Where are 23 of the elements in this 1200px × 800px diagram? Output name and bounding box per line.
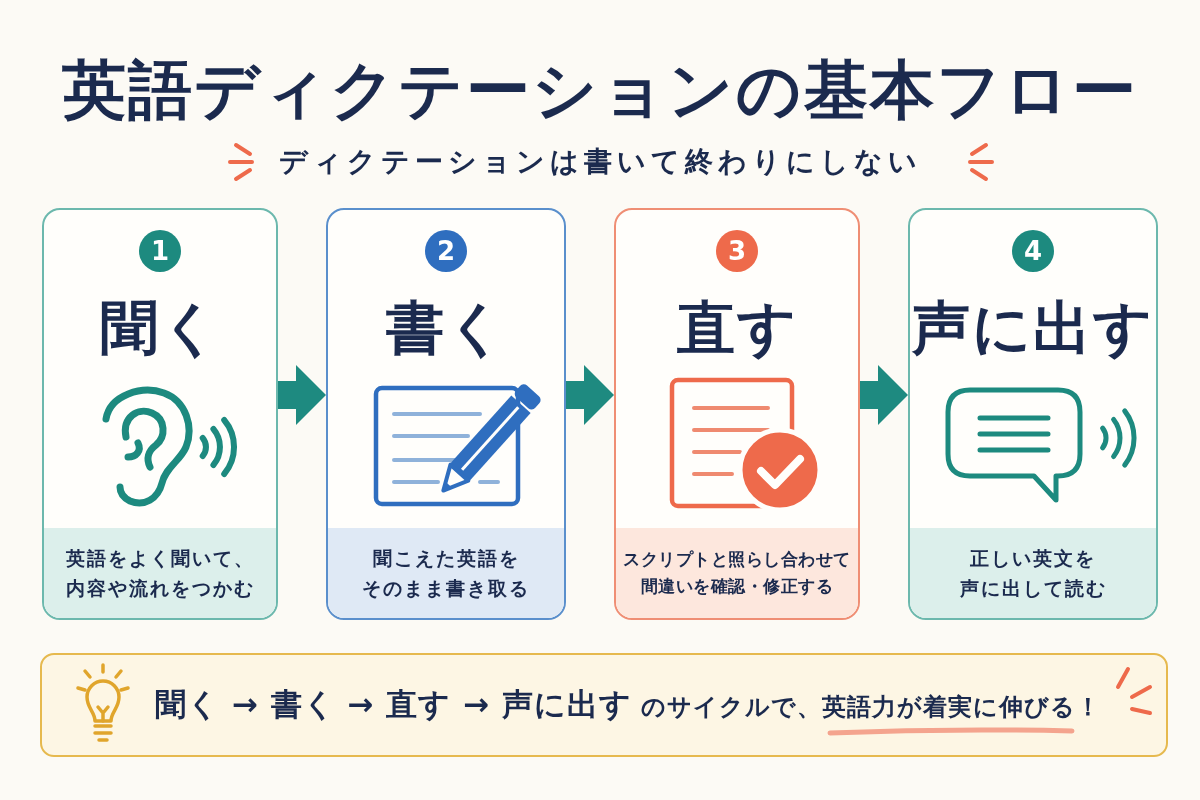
step-card [326, 208, 566, 620]
step-title: 書く [385, 293, 507, 364]
step-card [614, 208, 860, 620]
step-title: 聞く [99, 293, 221, 364]
number-badge: 1 [139, 230, 181, 272]
summary-text: 聞く → 書く → 直す → 声に出す のサイクルで、英語力が着実に伸びる！ [155, 685, 1102, 724]
arrow [278, 365, 326, 425]
description-panel: スクリプトと照らし合わせて間違いを確認・修正する [616, 528, 858, 618]
arrow [566, 365, 614, 425]
summary-box [40, 653, 1168, 757]
step-title: 直す [676, 293, 798, 364]
subtitle: ディクテーションは書いて終わりにしない [278, 144, 922, 180]
arrow [860, 365, 908, 425]
description-panel: 聞こえた英語をそのまま書き取る [328, 528, 564, 618]
description-panel: 正しい英文を声に出して読む [910, 528, 1156, 618]
step-card [42, 208, 278, 620]
step-card [908, 208, 1158, 620]
title: 英語ディクテーションの基本フロー [62, 52, 1138, 129]
description-panel: 英語をよく聞いて、内容や流れをつかむ [44, 528, 276, 618]
step-title: 声に出す [912, 293, 1154, 364]
number-badge: 2 [425, 230, 467, 272]
number-badge: 4 [1012, 230, 1054, 272]
number-badge: 3 [716, 230, 758, 272]
